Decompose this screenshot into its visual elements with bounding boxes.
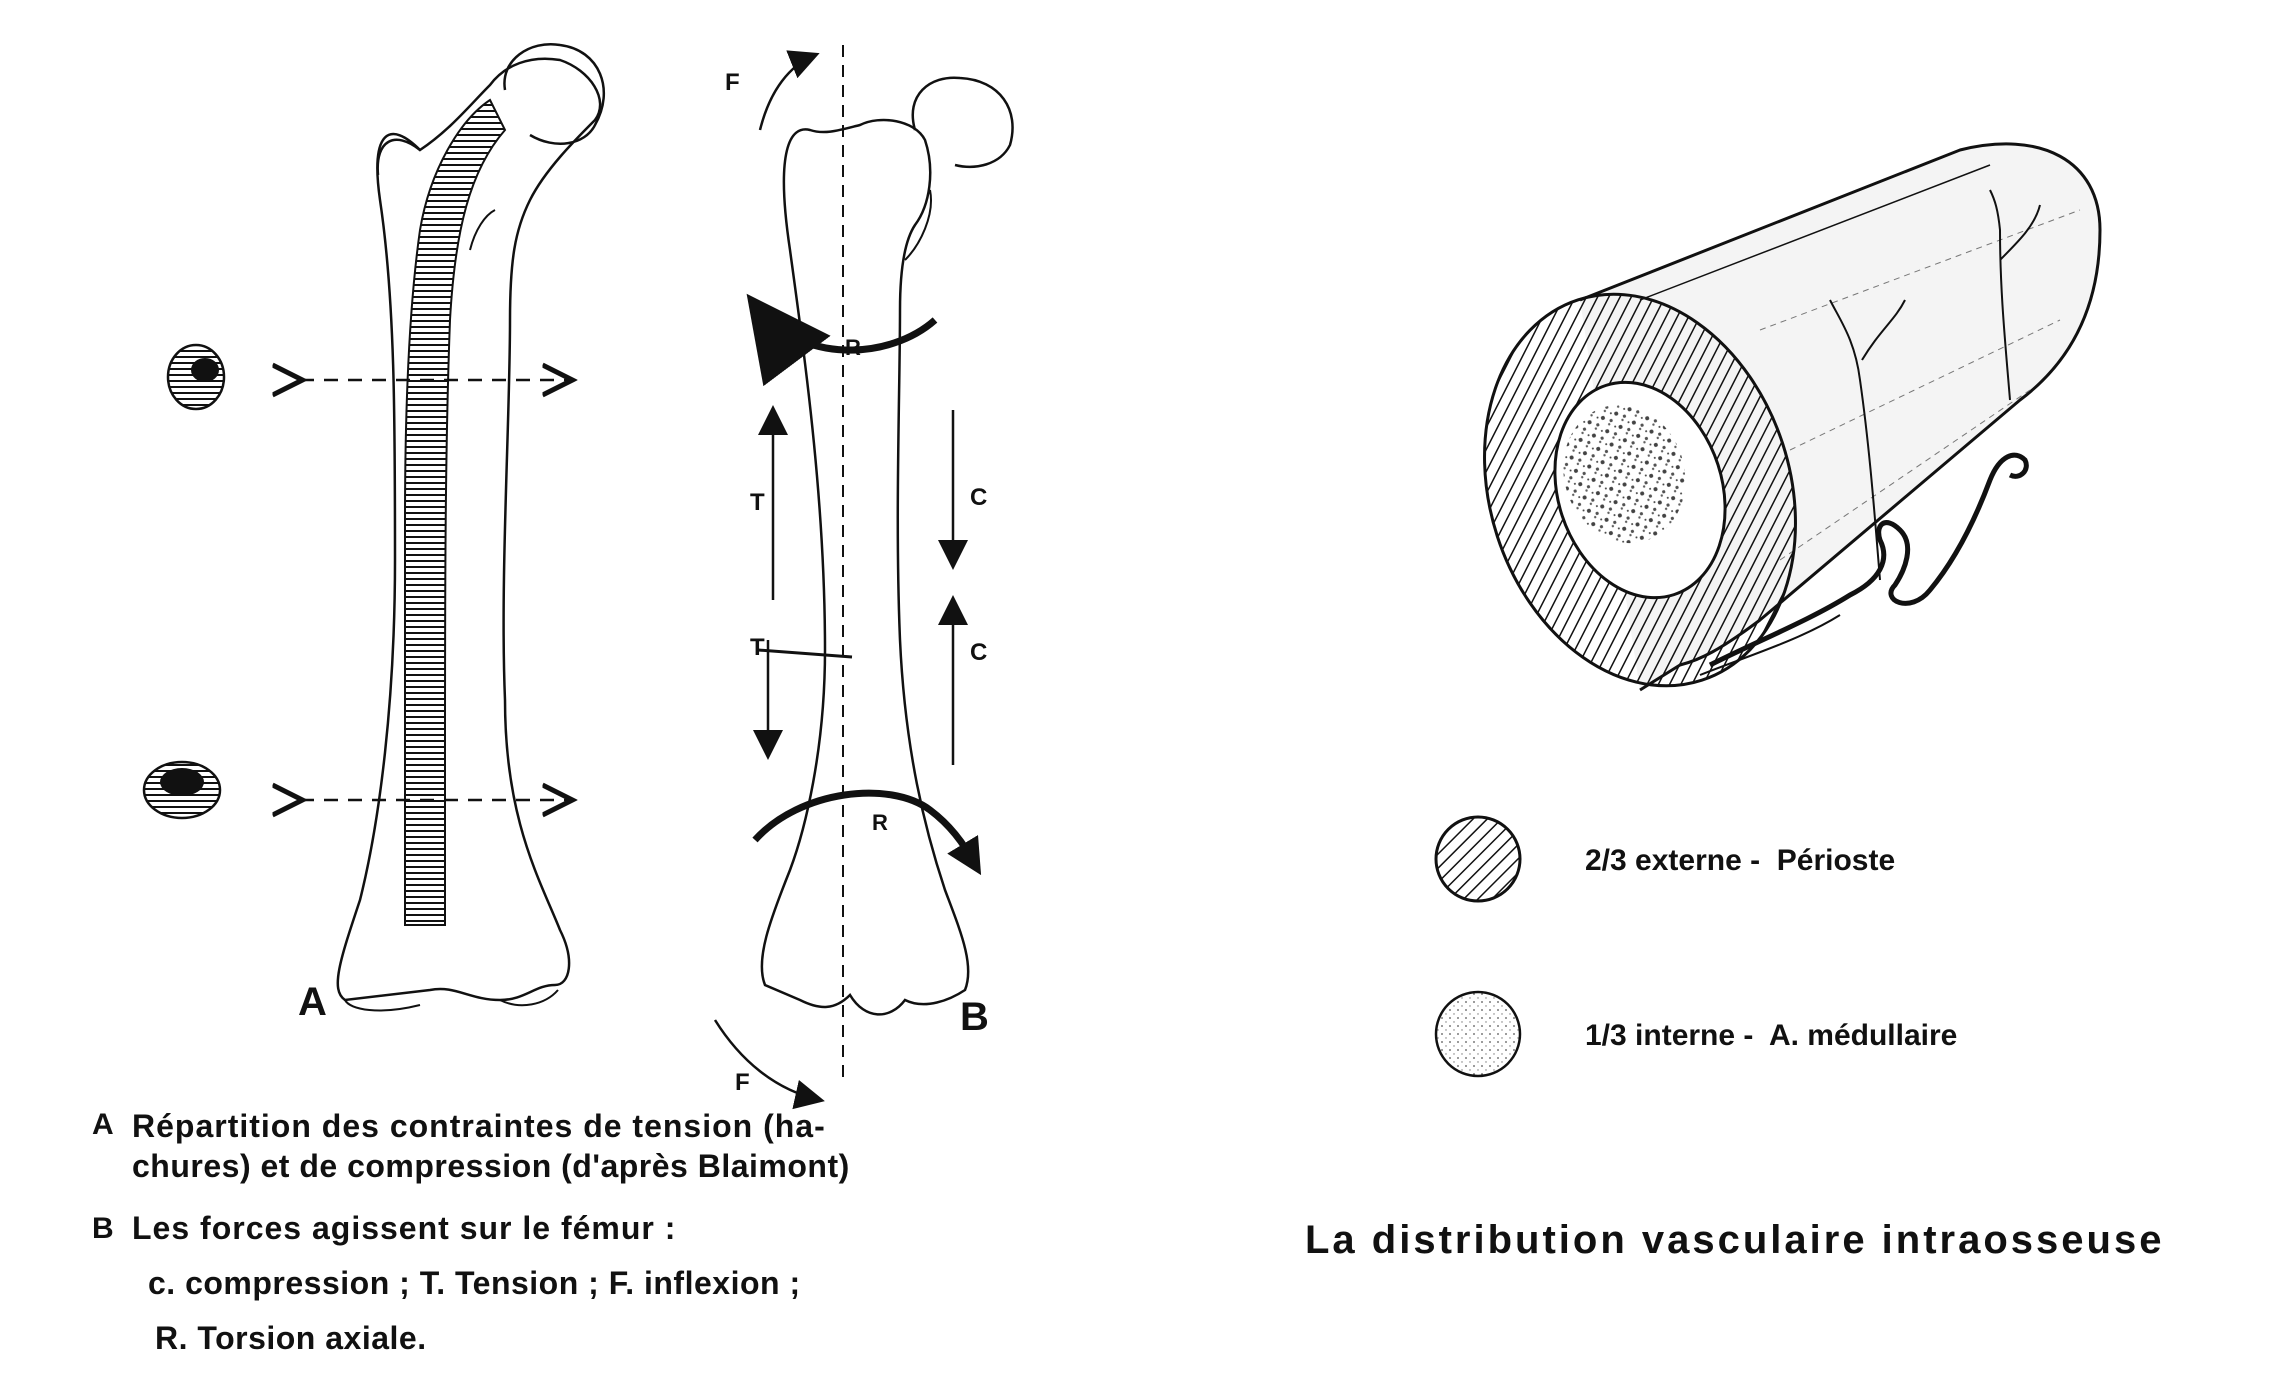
right-title: La distribution vasculaire intraosseuse [1305,1218,2165,1262]
caption-b-marker: B [92,1212,114,1245]
vessel-branch-1 [1829,299,1906,581]
cross-section-upper [166,343,226,411]
femur-b-outline [760,118,970,1016]
label-r-top: R [845,335,861,360]
caption-b-line3: R. Torsion axiale. [155,1320,427,1356]
vessel-branch-2 [1989,189,2041,401]
caption-b-line1: Les forces agissent sur le fémur : [132,1210,677,1246]
caption-a-marker: A [92,1108,114,1141]
femur-b [760,76,1014,1016]
label-c-lower: C [970,639,987,666]
label-r-bottom: R [872,810,888,835]
label-c-upper: C [970,484,987,511]
legend-swatch-internal [1434,990,1522,1078]
legend-external [1434,815,1522,903]
legend-internal-text: 1/3 interne - A. médullaire [1585,1019,1957,1052]
caption-a-line2: chures) et de compression (d'après Blaim… [132,1148,850,1184]
label-t-upper: T [750,489,765,516]
label-b: B [960,995,989,1039]
force-f-top [758,50,820,131]
force-f-bottom [713,1019,825,1110]
femur-b-head [911,76,1014,169]
label-a: A [298,980,327,1024]
label-f-bottom: F [735,1069,750,1096]
legend-external-text: 2/3 externe - Périoste [1585,844,1895,877]
external-vessel [1708,452,2029,668]
label-f-top: F [725,69,740,96]
femur-a-outline [336,57,602,1002]
legend-internal [1434,990,1522,1078]
torsion-arc-top [746,293,938,387]
torsion-arc-bottom [752,789,979,867]
caption-a-line1: Répartition des contraintes de tension (… [132,1108,826,1144]
caption-b-line2: c. compression ; T. Tension ; F. inflexi… [148,1265,801,1301]
femur-a-trochanter [376,138,421,176]
label-t-lower: T [750,634,765,661]
femur-a [336,42,605,1012]
femur-a-head [503,42,605,145]
legend-swatch-external [1434,815,1522,903]
bone-cylinder [1483,142,2102,692]
cross-section-lower [142,760,222,820]
